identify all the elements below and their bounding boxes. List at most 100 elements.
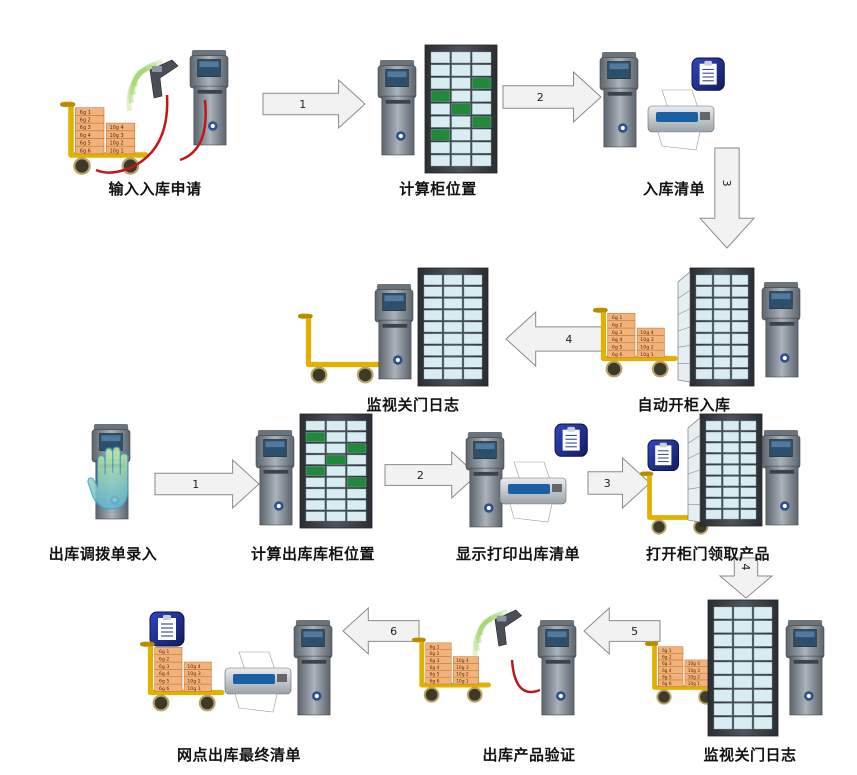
step-label-monitor-close-log-a: 监视关门日志 <box>366 396 460 414</box>
cart-box-label-right: 10g 1 <box>110 148 124 154</box>
cart-box-label-right: 10g 4 <box>640 330 654 336</box>
cart-box-label-left: 6g 6 <box>430 679 440 685</box>
kiosk-icon-step-b6 <box>537 620 577 716</box>
scanner-icon-step-a1-wave <box>130 64 153 96</box>
kiosk-icon-step-a1 <box>189 50 229 146</box>
arrow-a3-shape <box>698 147 756 249</box>
scanner-icon-step-a1-wave <box>132 67 148 88</box>
arrow-a2-shape <box>502 70 602 124</box>
cabinet-icon-step-a4-open-door <box>677 271 691 383</box>
printer-icon-step-b3-blue-panel <box>508 484 550 494</box>
scanner-icon-step-b6-wave <box>478 616 493 636</box>
kiosk-icon-step-b7 <box>293 620 333 716</box>
printer-icon-step-b3-paper-in <box>513 461 551 481</box>
scanner-icon-step-b6-wave <box>474 611 503 652</box>
arrow-a3 <box>698 147 756 249</box>
cart-box-label-right: 10g 2 <box>187 679 201 685</box>
cart-icon-step-b5-wheel-left <box>656 689 672 705</box>
cart-box-label-right: 10g 3 <box>640 337 654 343</box>
cart-box-label-right: 10g 2 <box>640 345 654 351</box>
scanner-icon-step-b6-wave <box>472 609 508 659</box>
step-label-monitor-close-log-b: 监视关门日志 <box>703 746 797 764</box>
cart-icon-step-a4-wheel-right <box>651 360 669 378</box>
cart-box-label-right: 10g 3 <box>110 133 124 139</box>
kiosk-icon-step-a3 <box>599 52 639 148</box>
printer-icon-step-b7 <box>224 651 292 713</box>
hand-input-icon-step-b1-shape <box>87 446 129 510</box>
step-label-outbound-verify: 出库产品验证 <box>482 746 576 764</box>
cart-icon-step-a5-wheel-right <box>356 366 374 384</box>
cart-box-label-right: 10g 4 <box>456 658 469 664</box>
arrow-b6-shape <box>342 606 420 656</box>
cart-box-label-right: 10g 4 <box>187 664 201 670</box>
printer-icon-step-b7-paper-in <box>238 651 276 671</box>
cart-box-label-left: 6g 2 <box>159 656 170 662</box>
printer-icon-step-b7-paper-out <box>234 693 278 713</box>
cart-icon-step-b4-wheel-left <box>651 519 667 535</box>
cart-icon-step-b6-wheel-left <box>423 686 440 703</box>
cart-box-label-left: 6g 6 <box>612 352 623 358</box>
arrow-b6-number: 6 <box>390 625 397 638</box>
arrow-a1-shape <box>262 78 366 130</box>
cart-box-label-left: 6g 6 <box>159 686 170 692</box>
scanner-icon-step-a1 <box>126 59 179 112</box>
cart-box-label-right: 10g 1 <box>688 681 700 687</box>
arrow-a1 <box>262 78 366 130</box>
cart-box-label-right: 10g 2 <box>456 672 469 678</box>
arrow-b3 <box>587 456 651 510</box>
cart-box-label-left: 6g 1 <box>80 110 91 116</box>
arrow-a3-number: 3 <box>720 180 733 187</box>
arrow-a4-number: 4 <box>565 333 572 346</box>
cabinet-icon-step-a5 <box>417 267 489 387</box>
step-label-input-request: 输入入库申请 <box>108 180 202 198</box>
kiosk-icon-step-b5 <box>785 620 825 716</box>
arrow-b4 <box>718 557 774 599</box>
cart-box-label-left: 6g 3 <box>612 330 623 336</box>
document-icon-step-a3 <box>691 57 725 91</box>
arrow-b2-number: 2 <box>417 469 424 482</box>
cart-box-label-left: 6g 3 <box>159 664 170 670</box>
printer-icon-step-a3-paper-in <box>661 89 699 109</box>
cabinet-icon-step-b5 <box>707 599 779 737</box>
arrow-b2 <box>384 450 478 500</box>
arrow-b4-shape <box>718 557 774 599</box>
cart-box-label-right: 10g 4 <box>110 125 124 131</box>
cable-scanner-to-cart <box>95 94 169 174</box>
step-label-calc-outbound-position: 计算出库库柜位置 <box>250 545 376 563</box>
cart-box-label-left: 6g 3 <box>662 661 672 667</box>
cabinet-icon-step-b4-open-door <box>687 417 701 523</box>
step-label-open-door-take: 打开柜门领取产品 <box>645 545 771 563</box>
cart-icon-step-a1-wheel-left <box>73 157 91 175</box>
arrow-b5-number: 5 <box>631 625 638 638</box>
cart-box-label-left: 6g 4 <box>80 133 91 139</box>
kiosk-icon-step-a5 <box>374 284 414 380</box>
arrow-b6 <box>342 606 420 656</box>
cart-box-label-right: 10g 4 <box>688 661 700 667</box>
cart-box-label-left: 6g 4 <box>430 665 440 671</box>
kiosk-icon-step-b4 <box>761 430 801 526</box>
cart-icon-step-b7-wheel-left <box>152 694 170 712</box>
step-label-inbound-list: 入库清单 <box>642 180 706 198</box>
arrow-b4-number: 4 <box>739 564 752 571</box>
cable-kiosk <box>179 99 207 162</box>
cart-icon-step-a5 <box>298 313 383 384</box>
document-icon-step-b7 <box>149 611 185 647</box>
cart-box-label-left: 6g 5 <box>662 674 672 680</box>
arrow-b3-number: 3 <box>604 477 611 490</box>
printer-icon-step-b3-paper-out <box>509 503 553 523</box>
cart-box-label-left: 6g 4 <box>159 671 170 677</box>
printer-icon-step-a3 <box>647 89 715 151</box>
cart-box-label-left: 6g 2 <box>80 117 91 123</box>
cart-box-label-left: 6g 6 <box>662 681 672 687</box>
cart-box-label-left: 6g 5 <box>430 672 440 678</box>
cabinet-icon-step-a2 <box>424 44 498 174</box>
hand-input-icon-step-b1 <box>87 446 129 510</box>
arrow-b3-shape <box>587 456 651 510</box>
cart-box-label-right: 10g 1 <box>456 679 469 685</box>
